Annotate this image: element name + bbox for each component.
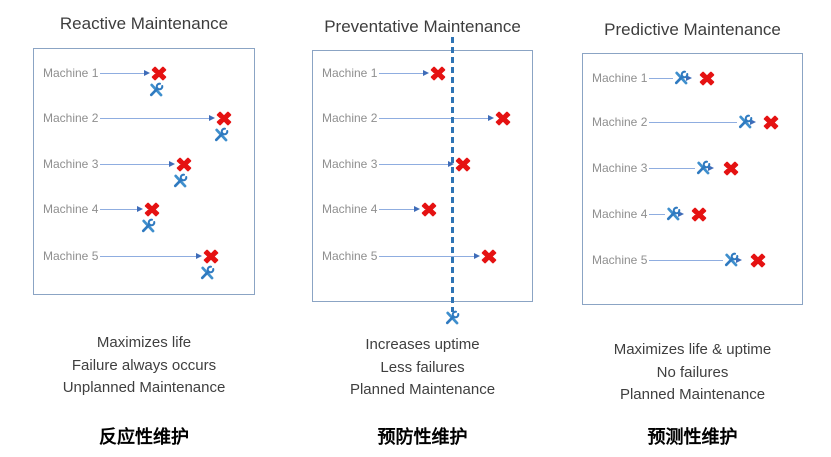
timeline-arrow: [649, 77, 673, 79]
arrowhead-icon: [169, 160, 175, 167]
maintenance-wrench-icon: [443, 309, 461, 327]
machine-label: Machine 1: [322, 66, 378, 80]
machine-label: Machine 5: [43, 249, 99, 263]
arrowhead-icon: [144, 69, 150, 76]
description-line: Failure always occurs: [71, 356, 217, 374]
failure-x-icon: [495, 111, 511, 126]
maintenance-wrench-icon: [171, 172, 189, 190]
description-line: Maximizes life: [96, 334, 192, 351]
arrowhead-icon: [414, 205, 420, 212]
maintenance-wrench-icon: [722, 251, 740, 269]
description-line: Increases uptime: [365, 336, 480, 353]
machine-label: Machine 4: [322, 202, 378, 216]
chinese-label: 预防性维护: [377, 427, 468, 447]
failure-x-icon: [430, 66, 446, 81]
failure-x-icon: [144, 202, 160, 217]
timeline-arrow: [100, 117, 211, 119]
arrowhead-icon: [209, 114, 215, 121]
machine-label: Machine 3: [43, 157, 99, 171]
scheduled-maintenance-dashed-line: [451, 37, 454, 312]
arrowhead-icon: [474, 252, 480, 259]
arrowhead-icon: [736, 256, 742, 263]
failure-x-icon: [421, 202, 437, 217]
timeline-arrow: [100, 72, 146, 74]
panel-title: Predictive Maintenance: [604, 20, 781, 39]
chinese-label: 预测性维护: [647, 427, 738, 447]
maintenance-wrench-icon: [736, 113, 754, 131]
description-line: No failures: [656, 363, 729, 381]
description-line: Planned Maintenance: [349, 381, 496, 398]
arrowhead-icon: [678, 210, 684, 217]
timeline-arrow: [649, 167, 695, 169]
arrowhead-icon: [423, 69, 429, 76]
machine-label: Machine 1: [43, 66, 99, 80]
machine-label: Machine 4: [592, 207, 648, 221]
machine-label: Machine 2: [592, 115, 648, 129]
failure-x-icon: [699, 71, 715, 86]
timeline-arrow: [379, 117, 490, 119]
description-line: Maximizes life & uptime: [613, 341, 772, 358]
timeline-arrow: [649, 259, 723, 261]
panel-title: Preventative Maintenance: [324, 17, 521, 36]
timeline-arrow: [100, 255, 198, 257]
timeline-arrow: [100, 163, 171, 165]
timeline-arrow: [379, 72, 425, 74]
machine-label: Machine 2: [43, 111, 99, 125]
timeline-arrow: [379, 163, 450, 165]
failure-x-icon: [151, 66, 167, 81]
description-line: Less failures: [380, 358, 465, 376]
maintenance-wrench-icon: [139, 217, 157, 235]
failure-x-icon: [216, 111, 232, 126]
machine-diagram-box: Machine 1 Machine 2 Machine 3 Machine 4 Mach…: [582, 53, 803, 305]
description-line: Planned Maintenance: [619, 386, 766, 403]
maintenance-wrench-icon: [664, 205, 682, 223]
machine-label: Machine 2: [322, 111, 378, 125]
failure-x-icon: [763, 115, 779, 130]
machine-label: Machine 4: [43, 202, 99, 216]
panel-description: Increases uptime Less failures Planned M…: [312, 334, 533, 402]
panel-description: Maximizes life Failure always occurs Unp…: [33, 332, 255, 400]
arrowhead-icon: [750, 118, 756, 125]
failure-x-icon: [176, 157, 192, 172]
maintenance-wrench-icon: [672, 69, 690, 87]
arrowhead-icon: [708, 164, 714, 171]
description-line: Unplanned Maintenance: [62, 379, 226, 396]
panel-description: Maximizes life & uptime No failures Plan…: [582, 339, 803, 407]
maintenance-wrench-icon: [198, 264, 216, 282]
maintenance-wrench-icon: [147, 81, 165, 99]
timeline-arrow: [379, 208, 416, 210]
failure-x-icon: [481, 249, 497, 264]
machine-label: Machine 5: [592, 253, 648, 267]
failure-x-icon: [750, 253, 766, 268]
machine-label: Machine 1: [592, 71, 648, 85]
failure-x-icon: [723, 161, 739, 176]
timeline-arrow: [379, 255, 476, 257]
machine-label: Machine 3: [322, 157, 378, 171]
arrowhead-icon: [488, 114, 494, 121]
failure-x-icon: [691, 207, 707, 222]
machine-diagram-box: Machine 1 Machine 2 Machine 3 Machine 4 Mach…: [312, 50, 533, 302]
machine-label: Machine 5: [322, 249, 378, 263]
arrowhead-icon: [196, 252, 202, 259]
timeline-arrow: [649, 121, 737, 123]
chinese-label: 反应性维护: [99, 427, 189, 447]
arrowhead-icon: [686, 74, 692, 81]
panel-title: Reactive Maintenance: [59, 14, 229, 33]
machine-diagram-box: Machine 1 Machine 2 Machine 3 Machine 4 Mach…: [33, 48, 255, 295]
machine-label: Machine 3: [592, 161, 648, 175]
failure-x-icon: [455, 157, 471, 172]
timeline-arrow: [100, 208, 139, 210]
timeline-arrow: [649, 213, 665, 215]
maintenance-wrench-icon: [212, 126, 230, 144]
maintenance-wrench-icon: [694, 159, 712, 177]
arrowhead-icon: [137, 205, 143, 212]
failure-x-icon: [203, 249, 219, 264]
